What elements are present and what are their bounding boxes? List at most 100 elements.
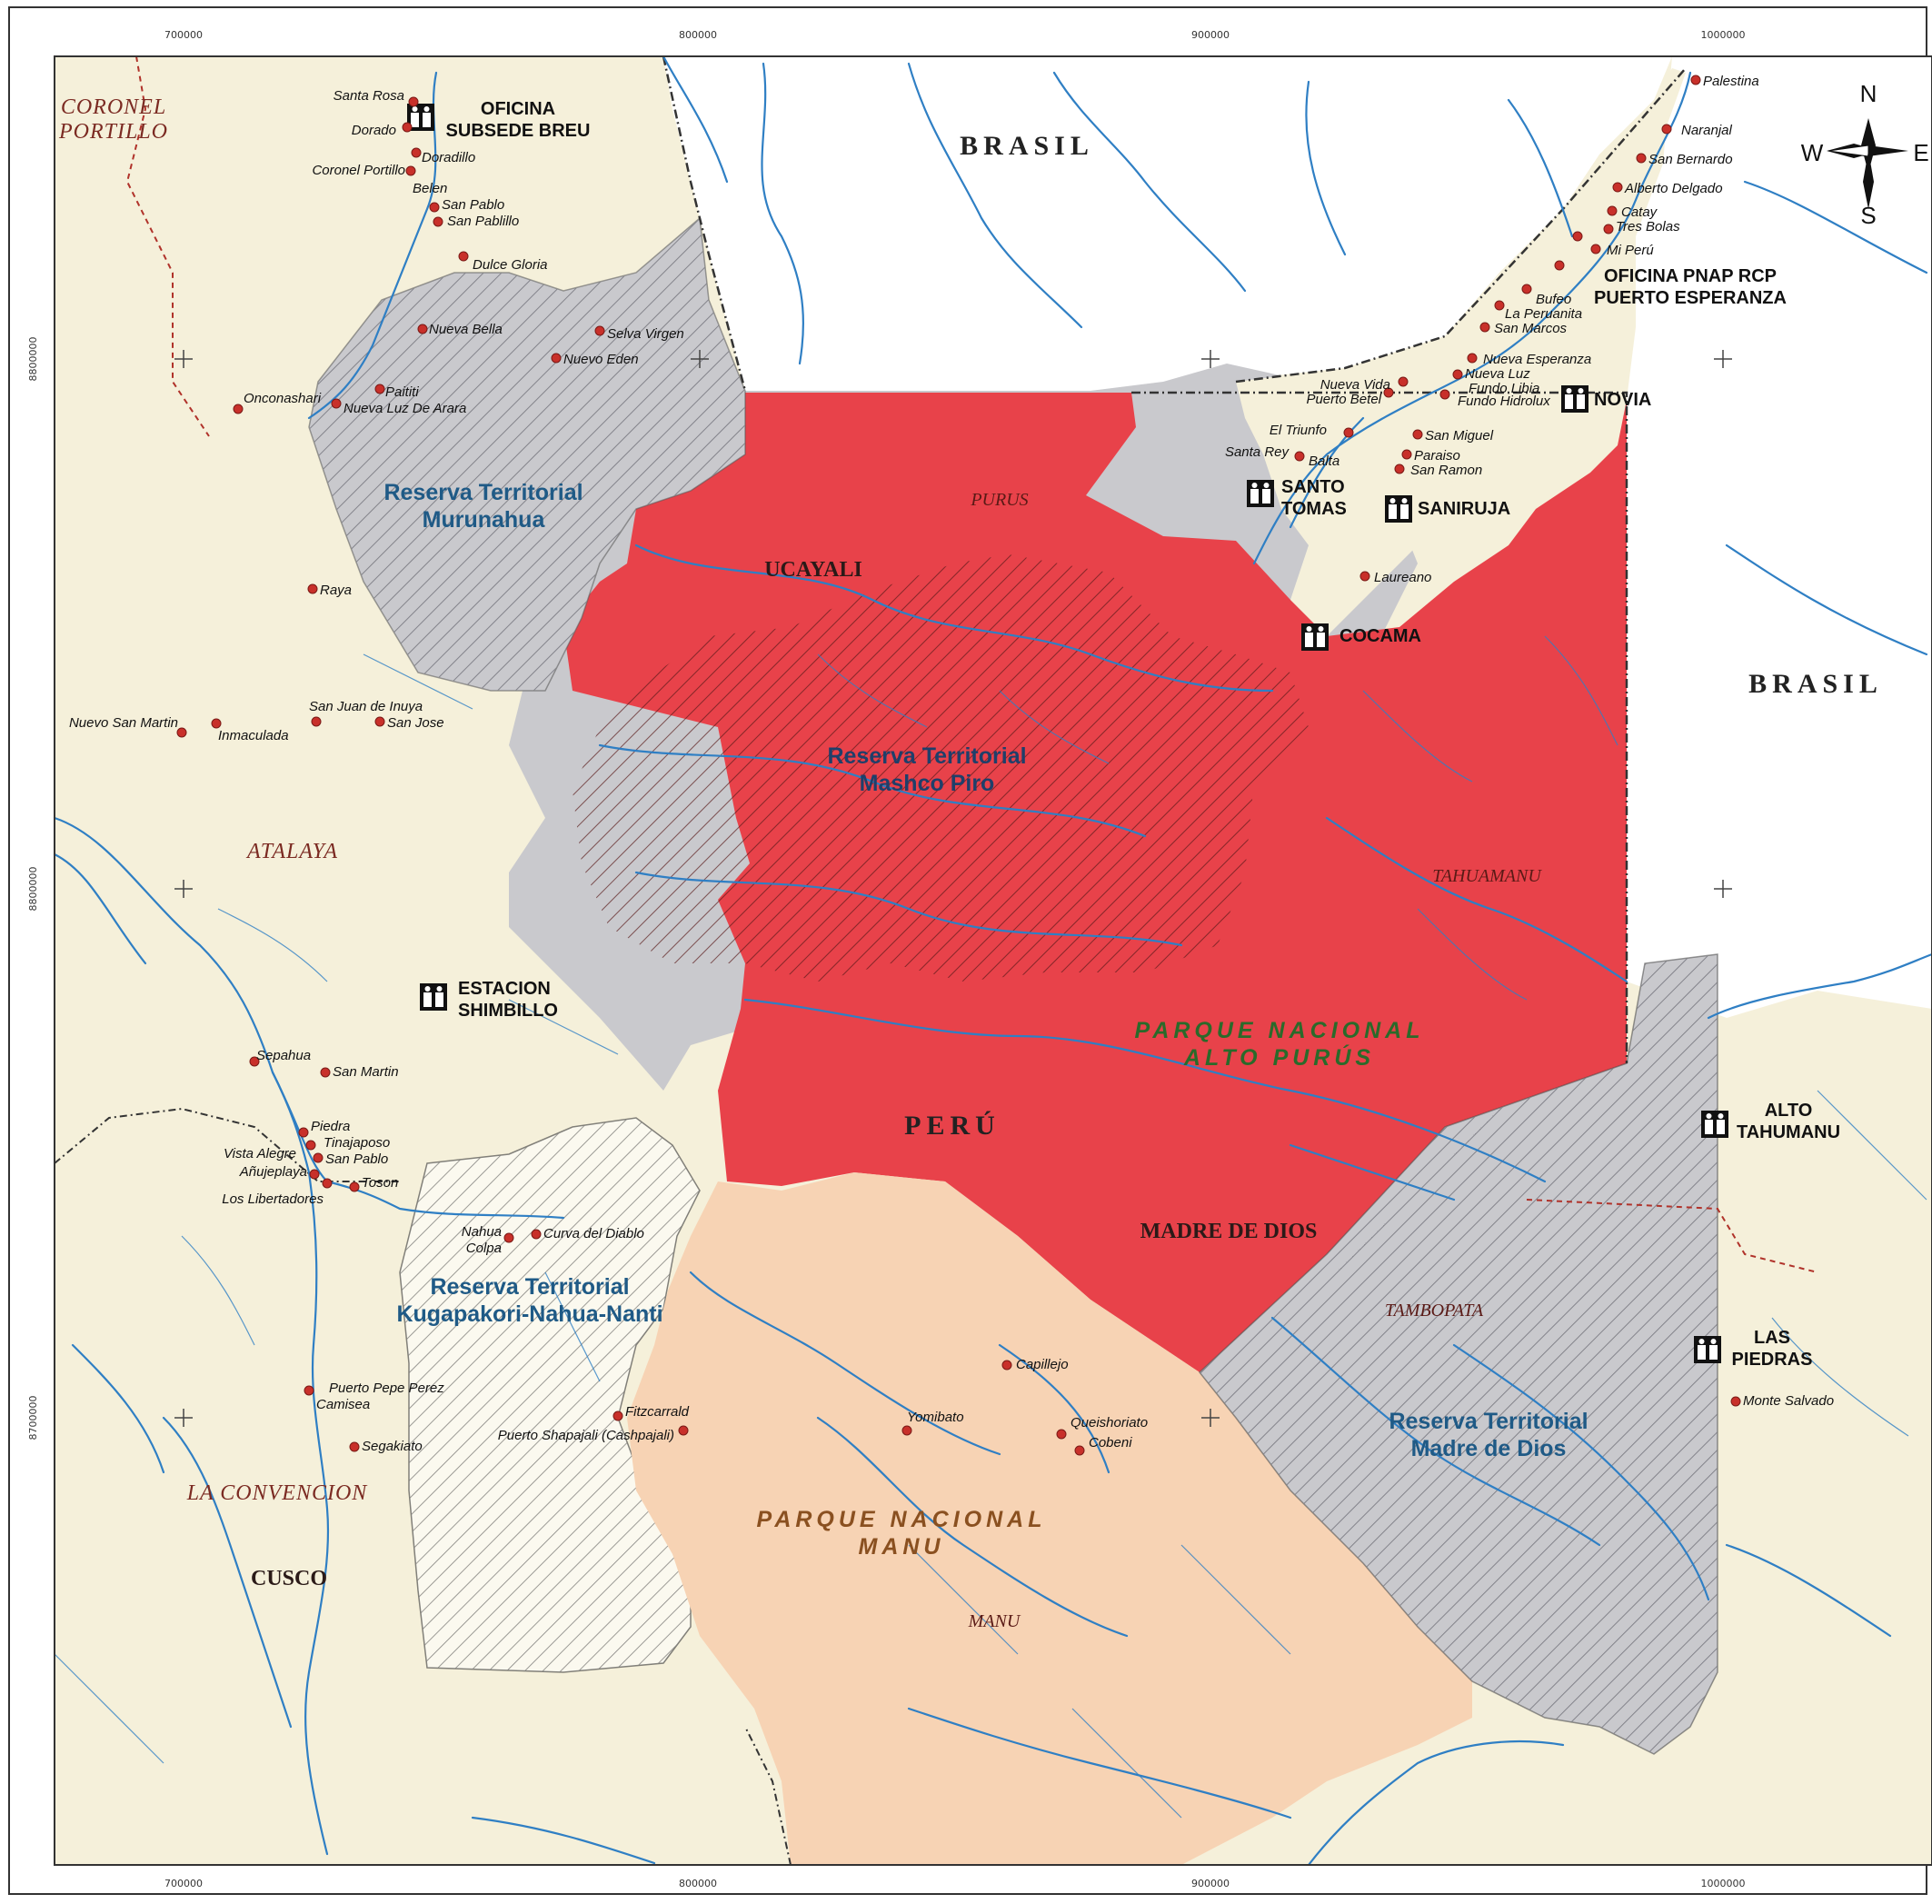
office-marker-breu[interactable]: OFICINA SUBSEDE BREU [407, 99, 590, 141]
town-label: Doradillo [422, 150, 475, 165]
office-marker-santo-tomas[interactable]: SANTO TOMAS [1247, 477, 1347, 519]
office-label: COCAMA [1339, 626, 1421, 646]
reserve-label: Kugapakori-Nahua-Nanti [396, 1301, 662, 1327]
town-label: Nueva Vida [1320, 377, 1390, 393]
town-label: San Ramon [1410, 463, 1482, 478]
park-label: PARQUE NACIONAL [1135, 1018, 1425, 1043]
river-label: MANU [968, 1611, 1021, 1631]
town-label: Cobeni [1089, 1435, 1132, 1450]
office-label: SANIRUJA [1418, 499, 1510, 519]
town-label: Yomibato [907, 1410, 964, 1425]
town-label: San Juan de Inuya [309, 699, 423, 714]
town-label: Onconashari [244, 391, 322, 406]
town-label: La Peruanita [1505, 306, 1582, 322]
office-label: OFICINA [481, 99, 555, 119]
tributaries [54, 635, 1927, 1819]
madre-de-dios-reserve-hatch [1198, 953, 1718, 1755]
town-label: Nueva Luz [1465, 366, 1530, 382]
town-label: Toson [362, 1175, 398, 1191]
town-label: El Triunfo [1270, 423, 1327, 438]
compass-north: N [1860, 80, 1877, 107]
office-marker-novia[interactable]: NOVIA [1561, 385, 1651, 413]
town-label: Nueva Luz De Arara [344, 401, 466, 416]
park-label: MANU [859, 1534, 945, 1560]
office-marker-esperanza[interactable]: OFICINA PNAP RCP PUERTO ESPERANZA [1594, 266, 1787, 308]
office-label: NOVIA [1594, 390, 1651, 410]
town-label: Mi Perú [1607, 243, 1654, 258]
town-label: Fundo Hidrolux [1458, 394, 1550, 409]
country-label: BRASIL [1748, 669, 1883, 699]
town-label: San Marcos [1494, 321, 1568, 336]
town-label: San Miguel [1425, 428, 1494, 444]
grid-label-x-top: 900000 [1191, 29, 1230, 41]
region-label: PORTILLO [58, 120, 168, 144]
town-label: San Pablo [442, 197, 504, 213]
town-label: Puerto Shapajali (Cashpajali) [498, 1428, 674, 1443]
reserve-label: Reserva Territorial [430, 1274, 629, 1300]
office-marker-shimbillo[interactable]: ESTACION SHIMBILLO [420, 979, 558, 1021]
district-boundary [125, 55, 1818, 1273]
reserve-label: Reserva Territorial [1389, 1409, 1588, 1434]
town-label: Segakiato [362, 1439, 423, 1454]
town-label: Belen [413, 181, 447, 196]
town-label: Tres Bolas [1616, 219, 1680, 234]
brasil-east-land [1627, 56, 1932, 1018]
office-label: PUERTO ESPERANZA [1594, 288, 1787, 308]
town-dots [176, 75, 1741, 1456]
district-label: UCAYALI [764, 558, 862, 582]
grid-label-x-bottom: 700000 [164, 1878, 203, 1889]
town-label: Santa Rosa [334, 88, 404, 104]
town-label: Laureano [1374, 570, 1431, 585]
office-label: ESTACION [458, 979, 551, 999]
compass-south: S [1860, 202, 1876, 229]
office-marker-alto-tahumanu[interactable]: ALTO TAHUMANU [1701, 1101, 1840, 1142]
international-border [662, 55, 1687, 1063]
town-label: Paititi [385, 384, 419, 400]
town-label: San Jose [387, 715, 444, 731]
office-label: PIEDRAS [1732, 1350, 1813, 1370]
grid-label-x-top: 700000 [164, 29, 203, 41]
compass-rose: N S E W [1801, 80, 1929, 229]
office-marker-las-piedras[interactable]: LAS PIEDRAS [1694, 1328, 1812, 1370]
town-label: Catay [1621, 204, 1658, 220]
town-label: Puerto Pepe Perez [329, 1381, 444, 1396]
town-label: Nueva Bella [429, 322, 503, 337]
town-label: Camisea [316, 1397, 370, 1412]
river-label: TAMBOPATA [1385, 1301, 1484, 1321]
town-label: Nahua [462, 1224, 502, 1240]
grid-label-y: 8800000 [27, 867, 39, 912]
town-label: Vista Alegre [224, 1146, 296, 1161]
office-label: SANTO [1281, 477, 1345, 497]
compass-east: E [1913, 139, 1928, 166]
park-label: ALTO PURÚS [1183, 1044, 1375, 1071]
region-label: ATALAYA [245, 840, 338, 863]
town-label: Nueva Esperanza [1483, 352, 1591, 367]
reserve-label: Mashco Piro [860, 771, 995, 796]
town-label: Bufeo [1536, 292, 1571, 307]
town-label: Curva del Diablo [543, 1226, 644, 1241]
river-label: PURUS [970, 490, 1028, 510]
river-network [53, 55, 1932, 1867]
town-label: San Pablillo [447, 214, 519, 229]
region-label: LA CONVENCION [186, 1481, 369, 1505]
region-label: CORONEL [61, 95, 166, 119]
office-marker-saniruja[interactable]: SANIRUJA [1385, 495, 1510, 523]
town-label: Paraiso [1414, 448, 1460, 464]
town-label: San Pablo [325, 1151, 388, 1167]
brasil-north-land [663, 56, 1672, 391]
town-labels: Santa Rosa Dorado Doradillo Coronel Port… [69, 74, 1834, 1454]
map-inner-frame [54, 55, 1932, 1866]
town-label: San Martin [333, 1064, 399, 1080]
office-marker-cocama[interactable]: COCAMA [1301, 623, 1421, 651]
town-label: Naranjal [1681, 123, 1733, 138]
office-label: SUBSEDE BREU [446, 121, 591, 141]
reserve-label: Madre de Dios [1411, 1436, 1567, 1461]
river-label: TAHUAMANU [1432, 866, 1542, 886]
district-label: MADRE DE DIOS [1140, 1220, 1318, 1243]
town-label: Colpa [466, 1241, 502, 1256]
grid-label-x-bottom: 800000 [679, 1878, 717, 1889]
town-label: Alberto Delgado [1624, 181, 1723, 196]
town-label: Santa Rey [1225, 444, 1290, 460]
